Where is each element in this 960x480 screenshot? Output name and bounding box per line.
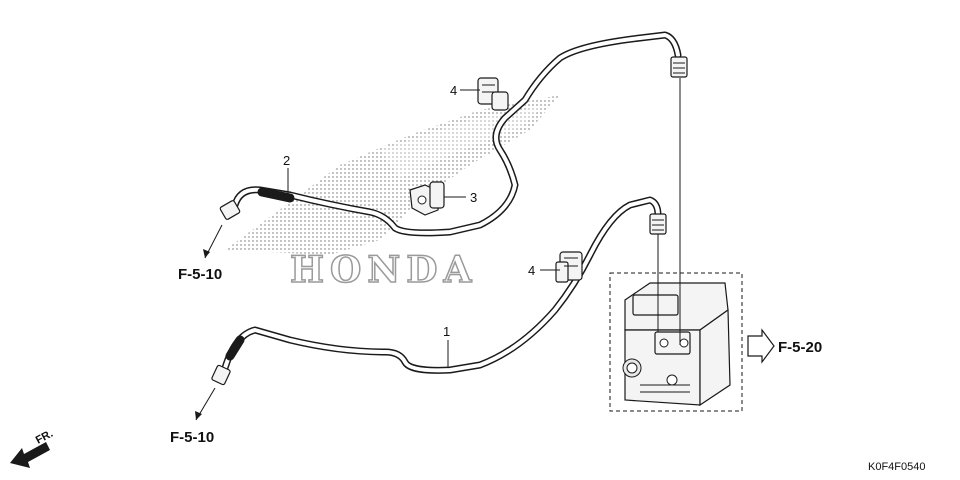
- callout-4-middle: 4: [528, 263, 535, 278]
- pipe-2-fitting-right: [670, 56, 688, 78]
- pipe-2-fitting-left: [219, 200, 241, 220]
- pipe-1-fitting-right: [649, 213, 667, 235]
- abs-dashed-box: [609, 272, 743, 412]
- abs-modulator: [609, 272, 743, 412]
- ref-label-top-left[interactable]: F-5-10: [178, 266, 222, 283]
- callout-2: 2: [283, 153, 290, 168]
- ref-arrow-top-left: [203, 224, 223, 259]
- brake-pipe-2: [219, 31, 688, 237]
- front-direction-marker: FR.: [10, 428, 55, 468]
- callout-1: 1: [443, 324, 450, 339]
- brake-pipe-1: [211, 196, 667, 386]
- honda-watermark-text: HONDA: [290, 249, 477, 291]
- honda-wing-watermark: HONDA: [225, 95, 560, 292]
- ref-arrow-bottom-left: [195, 387, 216, 421]
- callout-4-upper: 4: [450, 83, 457, 98]
- clamp-4-upper: [477, 77, 509, 111]
- front-direction-label: FR.: [34, 428, 55, 447]
- ref-label-bottom-left[interactable]: F-5-10: [170, 429, 214, 446]
- pipe-1-fitting-left: [211, 364, 231, 386]
- clamp-4-middle: [555, 251, 583, 283]
- callout-3: 3: [470, 190, 477, 205]
- clamp-3: [409, 181, 445, 216]
- diagram-code: K0F4F0540: [868, 461, 925, 473]
- ref-arrow-right: [747, 328, 775, 364]
- ref-label-right[interactable]: F-5-20: [778, 339, 822, 356]
